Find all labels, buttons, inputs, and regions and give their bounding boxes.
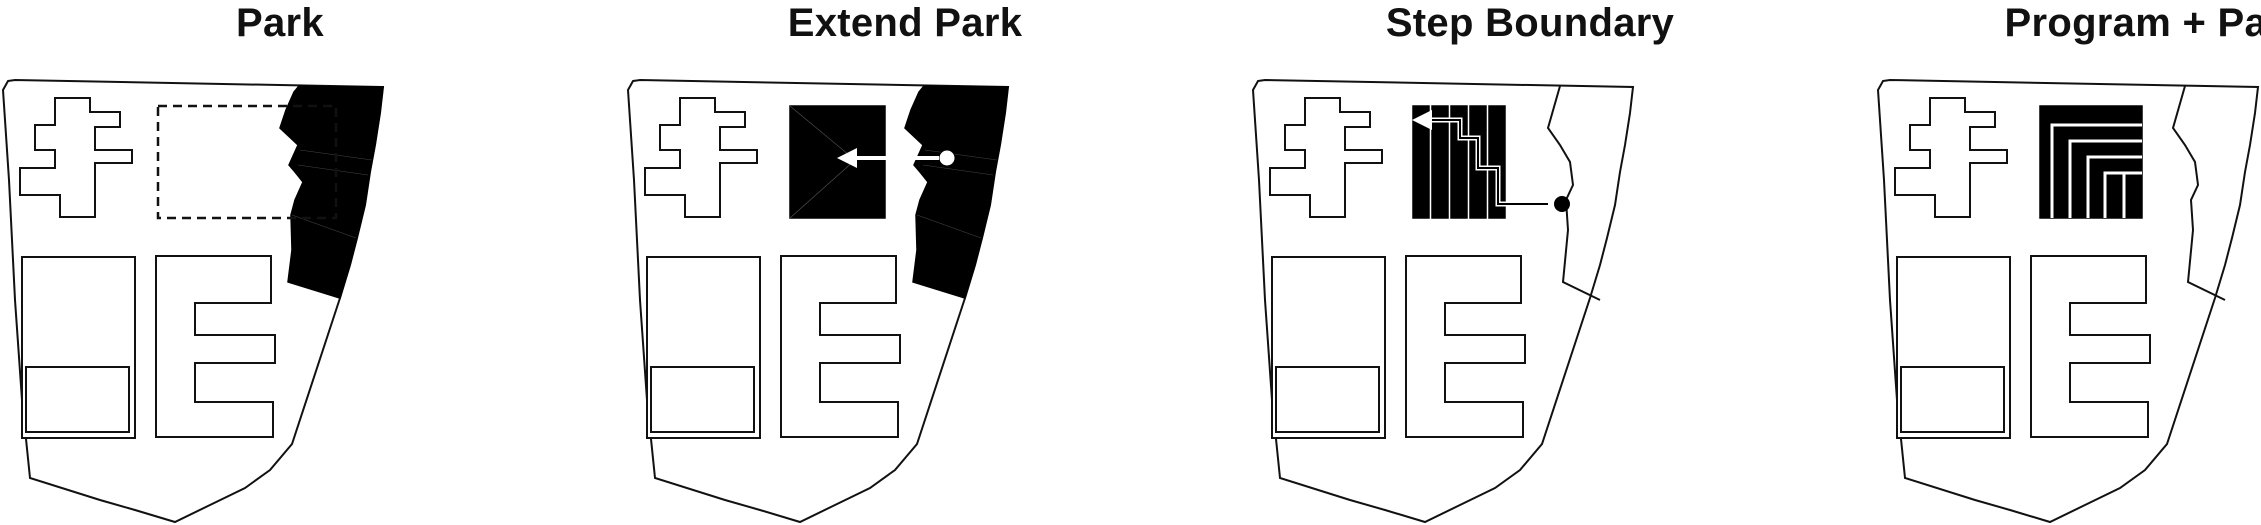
left-building-inner bbox=[650, 366, 755, 433]
dashed-zone bbox=[156, 104, 338, 220]
e-building bbox=[780, 255, 901, 438]
panel-park: Park bbox=[0, 0, 560, 525]
e-building bbox=[155, 255, 276, 438]
park-area bbox=[279, 85, 384, 299]
left-building-inner bbox=[25, 366, 130, 433]
step-boundary-diagram bbox=[1251, 78, 1635, 524]
left-building-inner bbox=[1275, 366, 1380, 433]
panel-extend-park: Extend Park bbox=[625, 0, 1185, 525]
stepped-boundary-line bbox=[1546, 85, 1601, 301]
e-building bbox=[2030, 255, 2151, 438]
left-building-inner bbox=[1900, 366, 2005, 433]
e-building bbox=[1405, 255, 1526, 438]
panel-title: Program + Park bbox=[2004, 1, 2261, 45]
extend-arrow-origin bbox=[938, 149, 956, 167]
extended-park-block bbox=[789, 105, 886, 219]
cross-building bbox=[1269, 97, 1383, 218]
panel-title: Step Boundary bbox=[1385, 1, 1675, 45]
step-arrow-head bbox=[1412, 110, 1432, 130]
panel-title: Park bbox=[236, 1, 324, 45]
panel-step-boundary: Step Boundary bbox=[1250, 0, 1810, 525]
cross-building bbox=[644, 97, 758, 218]
panel-title: Extend Park bbox=[787, 1, 1023, 45]
stepped-boundary-line bbox=[2171, 85, 2226, 301]
step-arrow-origin bbox=[1554, 196, 1570, 212]
cross-building bbox=[19, 97, 133, 218]
program-park-diagram bbox=[1876, 78, 2260, 524]
park-diagram bbox=[1, 78, 385, 524]
nested-program-block bbox=[2039, 105, 2143, 219]
park-area bbox=[904, 85, 1009, 299]
panel-program-park: Program + Park bbox=[1875, 0, 2261, 525]
extend-arrow-head bbox=[837, 148, 857, 168]
cross-building bbox=[1894, 97, 2008, 218]
extend-park-diagram bbox=[626, 78, 1010, 524]
striped-block bbox=[1412, 105, 1506, 219]
